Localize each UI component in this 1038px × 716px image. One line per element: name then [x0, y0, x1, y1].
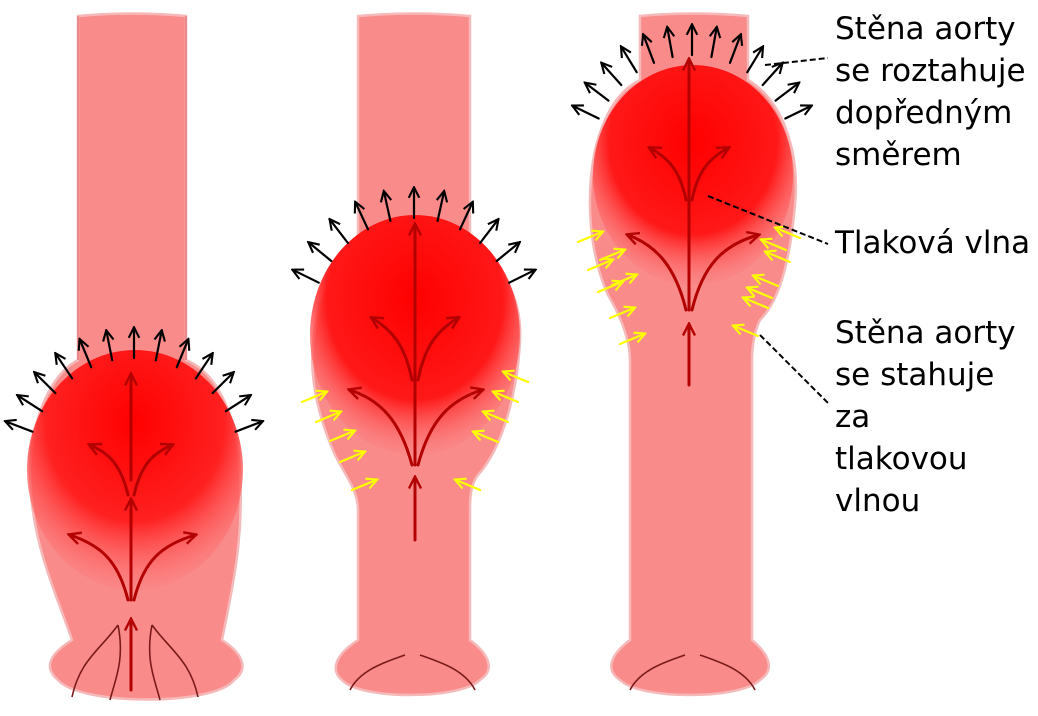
- outward-wall-arrow: [6, 422, 32, 432]
- outward-wall-arrow: [509, 270, 534, 283]
- outward-wall-arrow: [586, 83, 609, 100]
- outward-wall-arrow: [236, 422, 262, 432]
- outward-wall-arrow: [785, 106, 810, 118]
- outward-wall-arrow: [776, 83, 799, 100]
- outward-wall-arrow: [213, 373, 233, 393]
- outward-wall-arrow: [497, 243, 519, 261]
- outward-wall-arrow: [763, 64, 782, 85]
- outward-wall-arrow: [747, 47, 762, 72]
- outward-wall-arrow: [35, 373, 55, 393]
- outward-wall-arrow: [330, 220, 348, 243]
- outward-wall-arrow: [294, 270, 319, 283]
- outward-wall-arrow: [602, 64, 621, 85]
- aorta-panel-3: [590, 14, 796, 696]
- label-wall-contracts: Stěna aorty se stahuje za tlakovou vlnou: [835, 312, 1038, 522]
- pressure-wave: [27, 350, 243, 590]
- label-pressure-wave: Tlaková vlna: [835, 222, 1030, 264]
- leader-line-expand: [765, 58, 828, 65]
- outward-wall-arrow: [309, 243, 331, 261]
- pressure-wave: [593, 65, 793, 285]
- outward-wall-arrow: [480, 220, 498, 243]
- leader-line-contract: [760, 335, 828, 403]
- outward-wall-arrow: [573, 106, 598, 118]
- outward-wall-arrow: [18, 396, 42, 411]
- outward-wall-arrow: [622, 47, 637, 72]
- outward-wall-arrow: [226, 396, 250, 411]
- label-wall-expands: Stěna aorty se roztahuje dopředným směre…: [835, 8, 1026, 176]
